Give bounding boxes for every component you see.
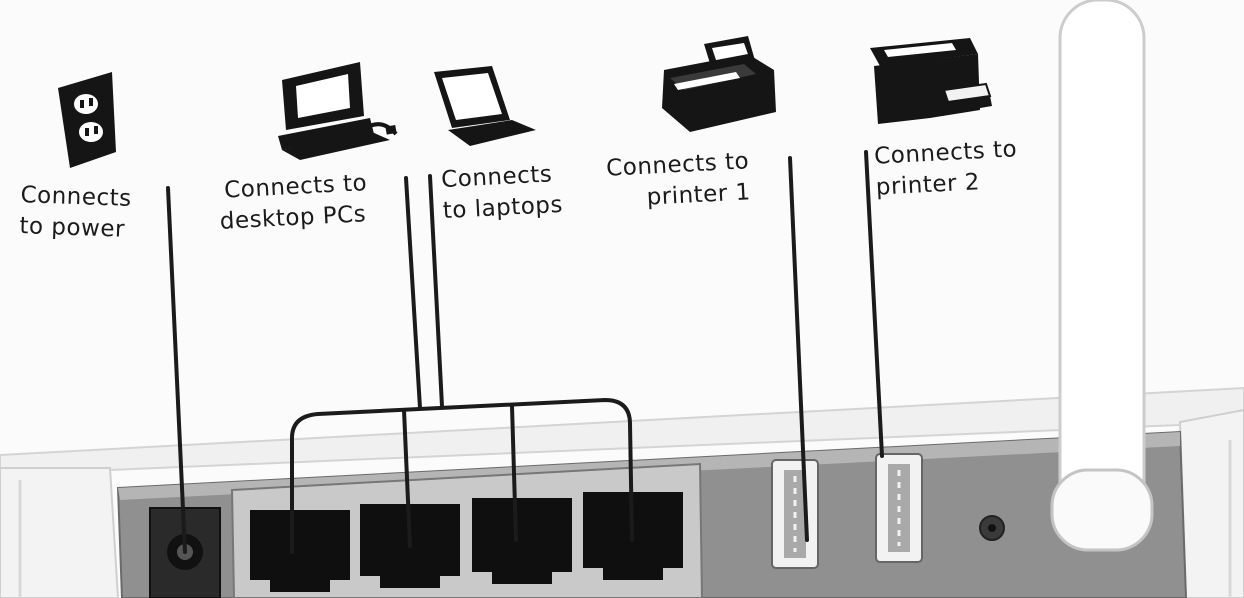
- laptop-icon: [434, 66, 536, 146]
- router-left-cap: [0, 467, 120, 598]
- label-line: Connects: [20, 182, 133, 212]
- router-right-cap: [1178, 408, 1244, 598]
- label-connects-to-desktop-pcs: Connects to desktop PCs: [217, 168, 369, 238]
- printer-icon-2: [870, 38, 992, 124]
- desktop-pc-icon: [278, 62, 398, 160]
- label-connects-to-printer-2: Connects to printer 2: [873, 134, 1019, 203]
- reset-hole[interactable]: [979, 515, 1005, 541]
- usb-port-1[interactable]: [771, 459, 819, 569]
- label-connects-to-printer-1: Connects to printer 1: [605, 146, 752, 215]
- power-outlet-icon: [58, 72, 116, 168]
- printer-icon: [662, 36, 776, 132]
- label-connects-to-power: Connects to power: [19, 180, 132, 246]
- ethernet-port-1[interactable]: [250, 510, 350, 592]
- usb-port-2[interactable]: [875, 453, 923, 563]
- label-line: to laptops: [442, 191, 564, 225]
- antenna[interactable]: [1050, 0, 1154, 552]
- callout-lines: [166, 150, 884, 554]
- ethernet-port-3[interactable]: [472, 498, 572, 584]
- label-connects-to-laptops: Connects to laptops: [440, 159, 564, 227]
- label-line: to power: [19, 213, 126, 243]
